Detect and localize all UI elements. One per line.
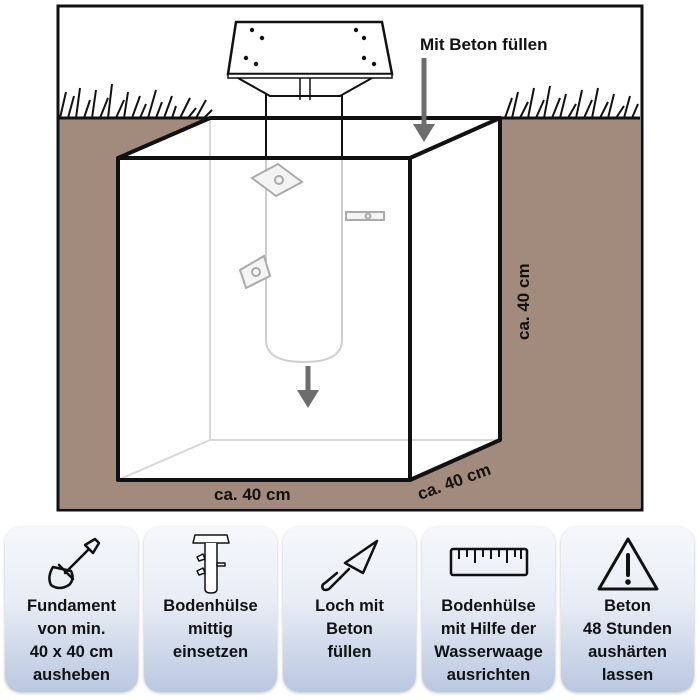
step-text: Bodenhülse mittig einsetzen bbox=[163, 597, 258, 661]
fill-arrow bbox=[413, 58, 435, 142]
step-text: Beton 48 Stunden aushärten lassen bbox=[583, 597, 672, 684]
fill-label: Mit Beton füllen bbox=[420, 35, 547, 54]
ground-sleeve bbox=[226, 20, 394, 408]
hole-right-face bbox=[410, 118, 500, 480]
ruler-icon bbox=[422, 533, 555, 595]
ground-sleeve-icon bbox=[144, 533, 277, 595]
step-text: Bodenhülse mit Hilfe der Wasserwaage aus… bbox=[434, 597, 543, 684]
step-cards: Fundament von min. 40 x 40 cm ausheben B… bbox=[5, 527, 695, 695]
shovel-icon bbox=[5, 533, 138, 595]
diagram-frame bbox=[56, 4, 644, 512]
hole-outline bbox=[116, 116, 502, 482]
step-card-cure-concrete: Beton 48 Stunden aushärten lassen bbox=[561, 527, 694, 692]
height-label: ca. 40 cm bbox=[514, 263, 533, 340]
hole-front-face bbox=[118, 158, 410, 480]
trowel-icon bbox=[283, 533, 416, 595]
step-card-excavate: Fundament von min. 40 x 40 cm ausheben bbox=[5, 527, 138, 692]
step-card-fill-concrete: Loch mit Beton füllen bbox=[283, 527, 416, 692]
grass-left bbox=[58, 83, 213, 120]
warning-icon bbox=[561, 533, 694, 595]
width-label: ca. 40 cm bbox=[214, 485, 291, 504]
step-card-insert-sleeve: Bodenhülse mittig einsetzen bbox=[144, 527, 277, 692]
hole-hidden-edges bbox=[117, 118, 500, 481]
step-card-align-sleeve: Bodenhülse mit Hilfe der Wasserwaage aus… bbox=[422, 527, 555, 692]
installation-diagram: Mit Beton füllen ca. 40 cm ca. 40 cm ca.… bbox=[56, 4, 644, 512]
step-text: Fundament von min. 40 x 40 cm ausheben bbox=[27, 597, 116, 684]
grass-right bbox=[500, 85, 640, 120]
step-text: Loch mit Beton füllen bbox=[315, 597, 384, 661]
